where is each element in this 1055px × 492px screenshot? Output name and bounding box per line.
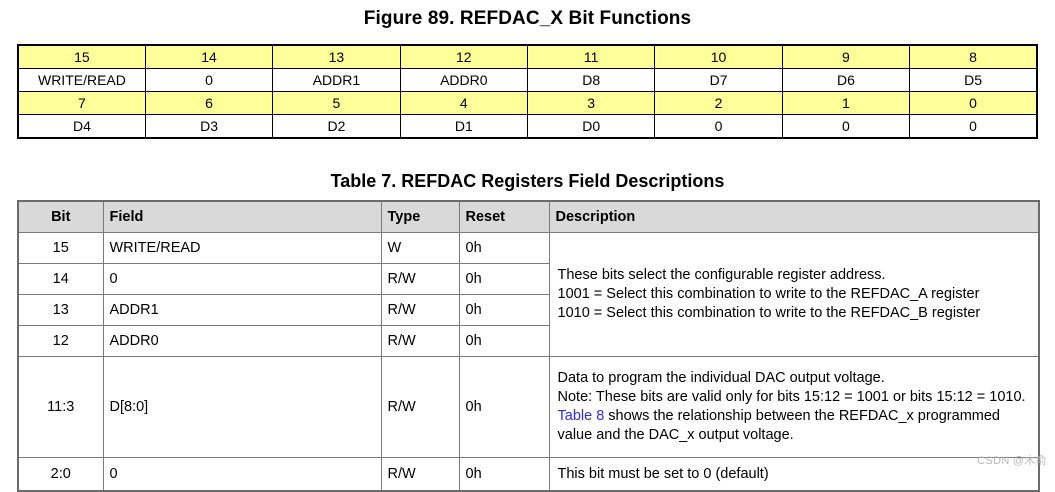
bit-number-cell: 15	[17, 44, 146, 69]
cell-type: W	[380, 232, 460, 264]
column-header-field: Field	[102, 200, 382, 233]
description-line: 1001 = Select this combination to write …	[557, 286, 980, 303]
bit-name-cell: D3	[144, 114, 274, 139]
table-row: 2:0 0 R/W 0h This bit must be set to 0 (…	[17, 457, 1040, 492]
bit-name-cell: D5	[909, 68, 1038, 92]
bit-name-cell: D0	[526, 114, 656, 139]
description-line-with-link: Table 8 shows the relationship between t…	[558, 407, 1031, 445]
bitfield-row-bit-names-low: D4 D3 D2 D1 D0 0 0 0	[17, 114, 1038, 139]
bit-number-cell: 13	[272, 44, 401, 69]
bit-number-cell: 3	[526, 91, 656, 115]
table-8-link[interactable]: Table 8	[557, 408, 605, 424]
cell-field: D[8:0]	[102, 356, 382, 458]
bit-name-cell: ADDR0	[399, 68, 529, 92]
bit-number-cell: 0	[909, 91, 1038, 115]
table-row: 13 ADDR1 R/W 0h	[17, 294, 1039, 326]
bit-name-cell: D6	[781, 68, 911, 92]
bit-number-cell: 2	[654, 91, 783, 115]
cell-reset: 0h	[458, 325, 550, 357]
cell-field: ADDR1	[102, 294, 382, 326]
bit-number-cell: 8	[909, 44, 1038, 69]
bit-number-cell: 10	[654, 44, 783, 69]
table-header-row: Bit Field Type Reset Description	[17, 200, 1040, 233]
bit-name-cell: 0	[781, 114, 911, 139]
table-title: Table 7. REFDAC Registers Field Descript…	[330, 171, 725, 191]
bit-name-cell: 0	[144, 68, 274, 92]
bit-name-cell: D2	[272, 114, 401, 139]
description-line-rest: shows the relationship between the REFDA…	[557, 408, 1001, 443]
bitfield-row-bit-numbers-high: 15 14 13 12 11 10 9 8	[17, 44, 1038, 69]
bit-name-cell: 0	[654, 114, 783, 139]
column-header-description: Description	[548, 200, 1040, 233]
bit-name-cell: D8	[526, 68, 656, 92]
bit-name-cell: 0	[909, 114, 1038, 139]
cell-type: R/W	[380, 263, 460, 295]
table-row: 14 0 R/W 0h	[17, 263, 1039, 295]
column-header-reset: Reset	[458, 200, 550, 233]
cell-field: ADDR0	[102, 325, 382, 357]
bit-number-cell: 14	[144, 44, 274, 69]
column-header-type: Type	[380, 200, 460, 233]
register-field-table: Bit Field Type Reset Description 15 WRIT…	[17, 200, 1040, 492]
bit-name-cell: ADDR1	[272, 68, 401, 92]
cell-type: R/W	[380, 457, 460, 492]
bit-number-cell: 11	[526, 44, 656, 69]
bit-name-cell: D4	[17, 114, 146, 139]
bit-number-cell: 4	[399, 91, 529, 115]
cell-bit: 12	[17, 325, 104, 357]
cell-description-address-group: These bits select the configurable regis…	[548, 232, 1040, 357]
bit-name-cell: D1	[399, 114, 529, 139]
cell-description-data-group: Data to program the individual DAC outpu…	[548, 356, 1040, 458]
cell-reset: 0h	[458, 294, 550, 326]
cell-type: R/W	[380, 356, 460, 458]
description-line: 1010 = Select this combination to write …	[557, 304, 981, 321]
description-line: Data to program the individual DAC outpu…	[557, 370, 885, 387]
cell-bit: 14	[17, 263, 104, 295]
cell-reset: 0h	[458, 232, 550, 264]
bitfield-figure-table: 15 14 13 12 11 10 9 8 WRITE/READ 0 ADDR1…	[17, 44, 1038, 139]
description-line: Note: These bits are valid only for bits…	[557, 389, 1026, 406]
bit-number-cell: 7	[17, 91, 146, 115]
bit-number-cell: 1	[781, 91, 911, 115]
cell-description-reserved-group: This bit must be set to 0 (default)	[548, 457, 1040, 492]
cell-bit: 15	[17, 232, 104, 264]
cell-field: WRITE/READ	[102, 232, 382, 264]
cell-bit: 2:0	[17, 457, 104, 492]
bit-number-cell: 12	[399, 44, 529, 69]
cell-field: 0	[102, 263, 382, 295]
bit-name-cell: D7	[654, 68, 783, 92]
bitfield-row-bit-numbers-low: 7 6 5 4 3 2 1 0	[17, 91, 1038, 115]
bit-number-cell: 6	[144, 91, 274, 115]
cell-field: 0	[102, 457, 382, 492]
bit-number-cell: 5	[272, 91, 401, 115]
bit-name-cell: WRITE/READ	[17, 68, 146, 92]
column-header-bit: Bit	[17, 200, 104, 233]
table-row: 11:3 D[8:0] R/W 0h Data to program the i…	[17, 356, 1040, 458]
cell-bit: 11:3	[17, 356, 104, 458]
csdn-watermark: CSDN @木俞	[977, 455, 1047, 467]
bit-number-cell: 9	[781, 44, 911, 69]
cell-reset: 0h	[458, 356, 550, 458]
cell-reset: 0h	[458, 457, 550, 492]
description-line: These bits select the configurable regis…	[557, 267, 886, 284]
bitfield-row-bit-names-high: WRITE/READ 0 ADDR1 ADDR0 D8 D7 D6 D5	[17, 68, 1038, 92]
table-row: 15 WRITE/READ W 0h These bits select the…	[17, 232, 1040, 357]
cell-type: R/W	[380, 325, 460, 357]
cell-type: R/W	[380, 294, 460, 326]
cell-bit: 13	[17, 294, 104, 326]
figure-title: Figure 89. REFDAC_X Bit Functions	[363, 8, 692, 29]
cell-reset: 0h	[458, 263, 550, 295]
